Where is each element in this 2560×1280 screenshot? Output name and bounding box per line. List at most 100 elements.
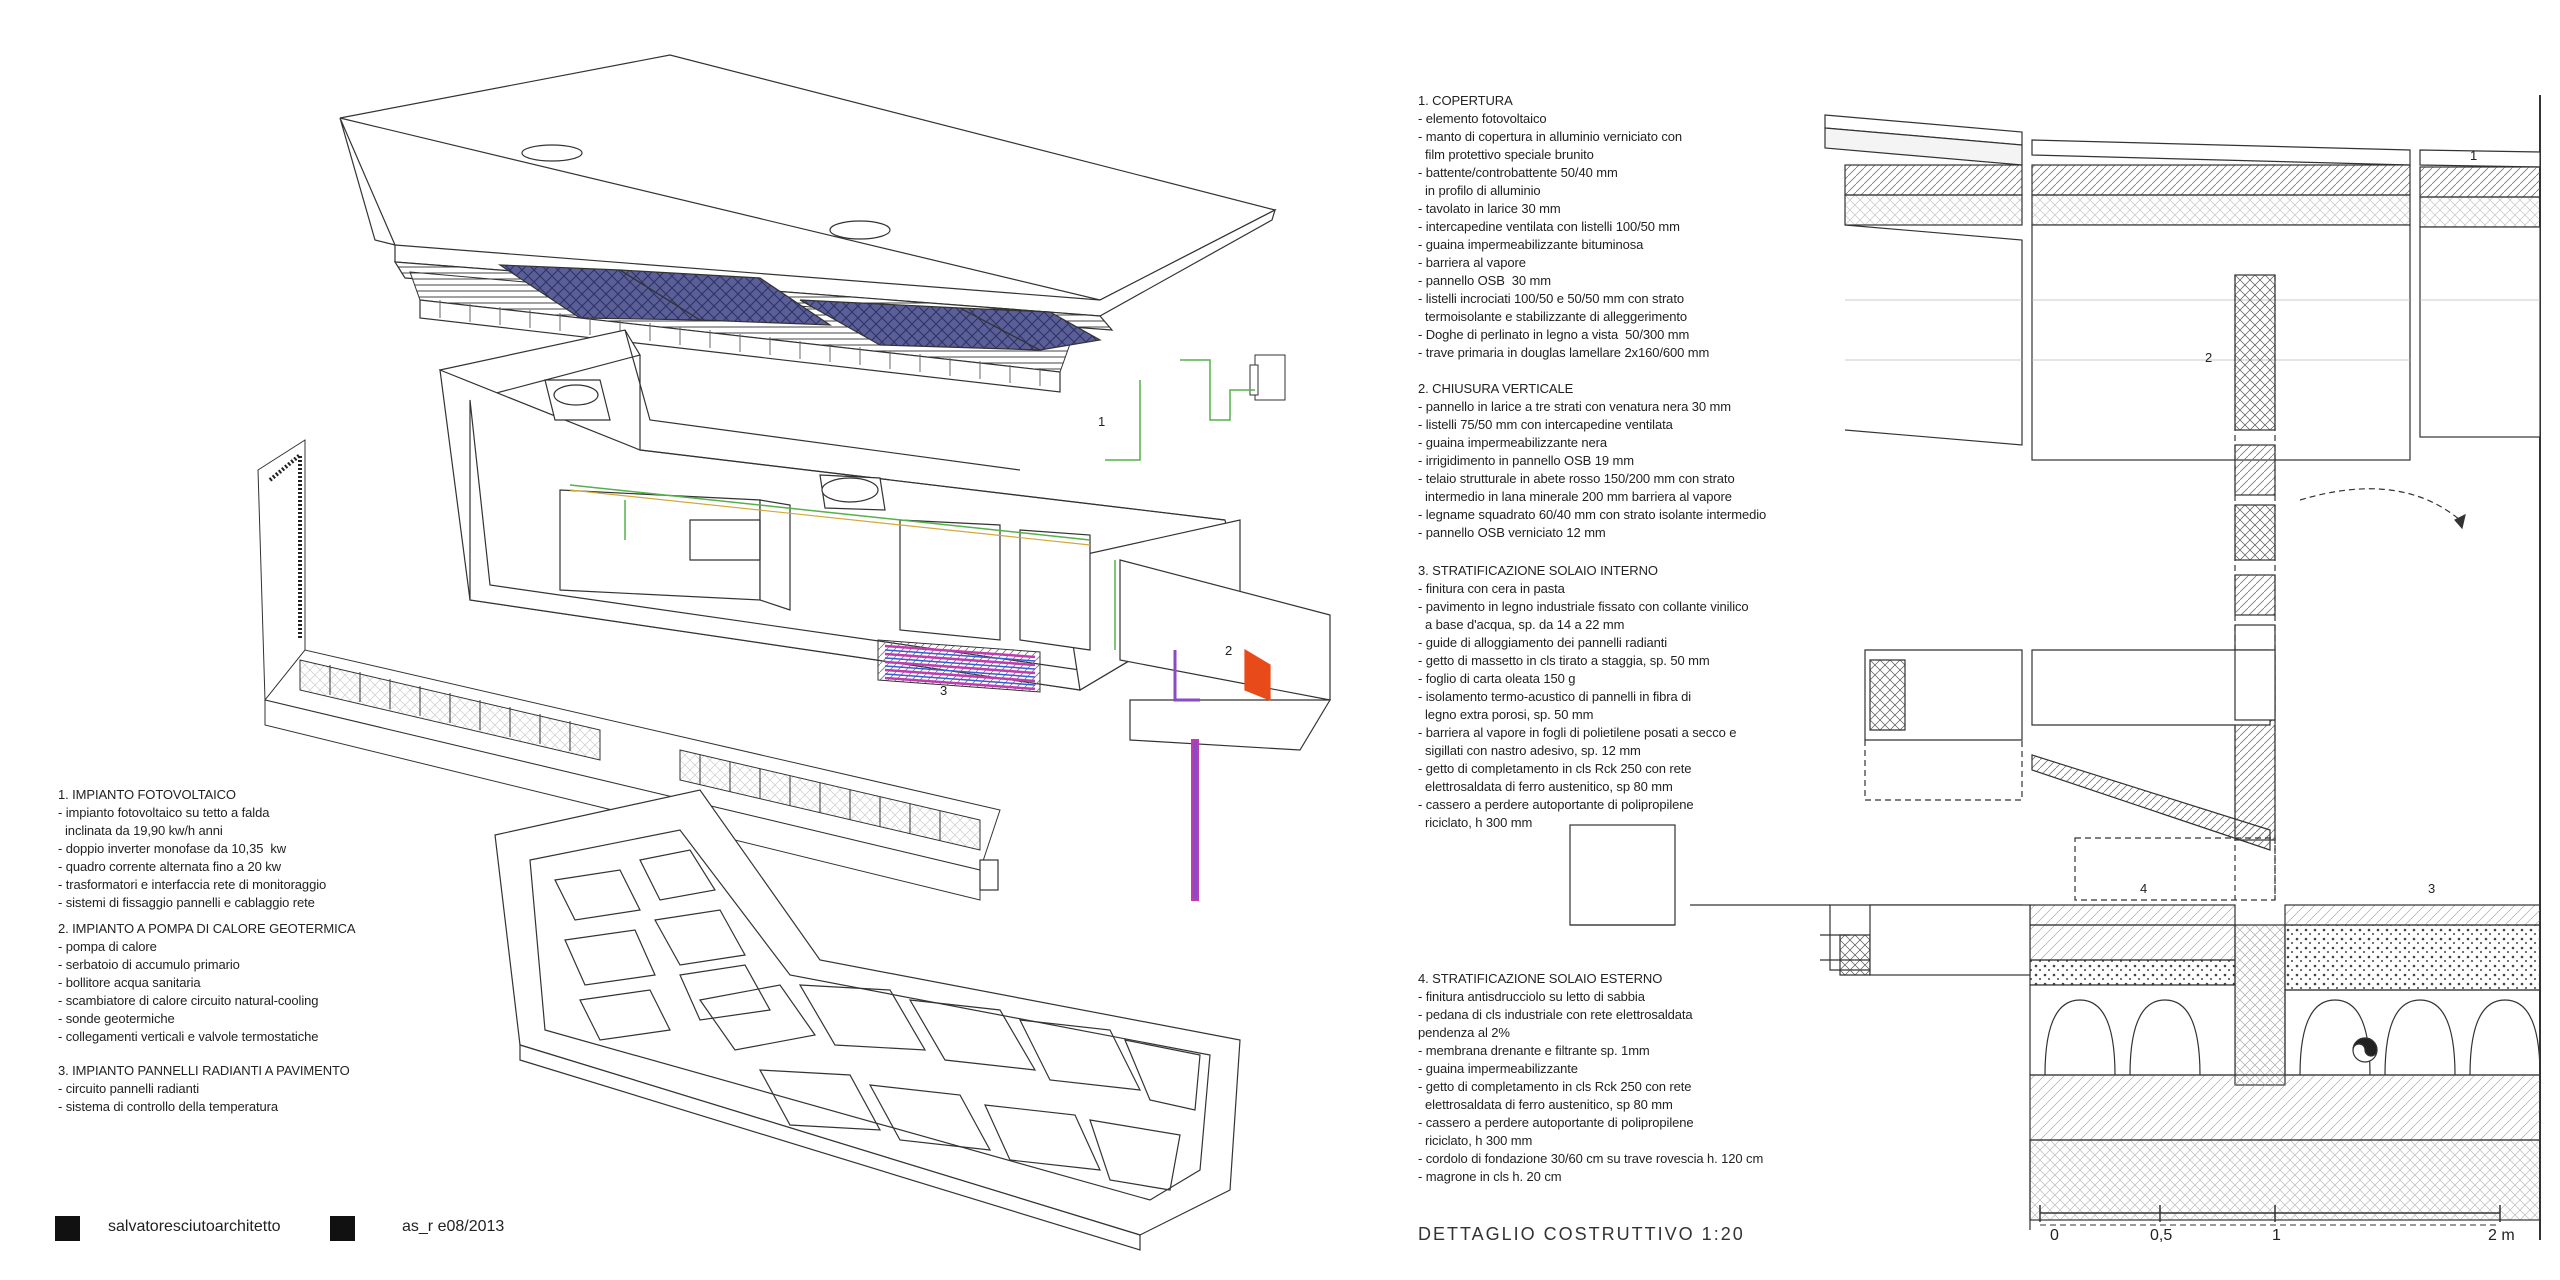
plinth-block [1569,824,1676,926]
note-line: - trave primaria in douglas lamellare 2x… [1418,345,1710,360]
note-line: legno extra porosi, sp. 50 mm [1418,707,1594,722]
note-line: - foglio di carta oleata 150 g [1418,671,1576,686]
note-line: - magrone in cls h. 20 cm [1418,1169,1562,1184]
notes-copertura: 1. COPERTURA - elemento fotovoltaico - m… [1418,92,1709,362]
detail-label-2: 2 [2205,350,2212,365]
notes-heading: 3. STRATIFICAZIONE SOLAIO INTERNO [1418,563,1658,578]
scale-tick-05: 0,5 [2150,1227,2172,1244]
notes-heading: 1. IMPIANTO FOTOVOLTAICO [58,787,236,802]
note-line: - scambiatore di calore circuito natural… [58,993,319,1008]
note-line: - pavimento in legno industriale fissato… [1418,599,1749,614]
note-line: sigillati con nastro adesivo, sp. 12 mm [1418,743,1641,758]
note-line: - guaina impermeabilizzante bituminosa [1418,237,1644,252]
geothermal-probe [1173,650,1200,901]
note-line: - manto di copertura in alluminio vernic… [1418,129,1682,144]
note-line: - trasformatori e interfaccia rete di mo… [58,877,327,892]
vertical-enclosure-wall [257,439,1001,901]
notes-heading: 4. STRATIFICAZIONE SOLAIO ESTERNO [1418,971,1663,986]
notes-impianto-fotovoltaico: 1. IMPIANTO FOTOVOLTAICO - impianto foto… [58,786,326,912]
notes-chiusura-verticale: 2. CHIUSURA VERTICALE - pannello in lari… [1418,380,1766,542]
note-line: pendenza al 2% [1418,1025,1510,1040]
notes-heading: 1. COPERTURA [1418,93,1513,108]
roof-exploded [339,54,1277,393]
axon-label-1: 1 [1098,414,1105,429]
note-line: - tavolato in larice 30 mm [1418,201,1561,216]
note-line: - pedana di cls industriale con rete ele… [1418,1007,1693,1022]
note-line: - isolamento termo-acustico di pannelli … [1418,689,1692,704]
note-line: - getto di completamento in cls Rck 250 … [1418,1079,1692,1094]
note-line: - circuito pannelli radianti [58,1081,199,1096]
note-line: elettrosaldata di ferro austenitico, sp … [1418,779,1673,794]
roof-section-detail [1824,114,2541,461]
note-line: - pannello OSB 30 mm [1418,273,1552,288]
note-line: riciclato, h 300 mm [1418,815,1533,830]
radiant-floor-panel [877,639,1041,693]
scale-tick-0: 0 [2050,1227,2059,1244]
note-line: - irrigidimento in pannello OSB 19 mm [1418,453,1634,468]
detail-label-4: 4 [2140,881,2147,896]
note-line: riciclato, h 300 mm [1418,1133,1533,1148]
detail-label-3: 3 [2428,881,2435,896]
note-line: - elemento fotovoltaico [1418,111,1547,126]
note-line: - cassero a perdere autoportante di poli… [1418,797,1694,812]
interior-slab-detail [1864,649,2276,851]
note-line: film protettivo speciale brunito [1418,147,1594,162]
building-shell [438,329,1332,751]
detail-title: DETTAGLIO COSTRUTTIVO 1:20 [1418,1224,1745,1244]
note-line: - membrana drenante e filtrante sp. 1mm [1418,1043,1650,1058]
note-line: - guaina impermeabilizzante nera [1418,435,1608,450]
note-line: - sistema di controllo della temperatura [58,1099,278,1114]
footer-firm: salvatoresciutoarchitetto [108,1218,281,1235]
note-line: - listelli incrociati 100/50 e 50/50 mm … [1418,291,1684,306]
notes-pannelli-radianti: 3. IMPIANTO PANNELLI RADIANTI A PAVIMENT… [58,1062,350,1116]
footer-square-marker [330,1216,355,1241]
axon-label-3: 3 [940,683,947,698]
note-line: intermedio in lana minerale 200 mm barri… [1418,489,1732,504]
note-line: - collegamenti verticali e valvole termo… [58,1029,319,1044]
note-line: - pompa di calore [58,939,157,954]
scale-bar [2039,1205,2501,1226]
note-line: elettrosaldata di ferro austenitico, sp … [1418,1097,1673,1112]
note-line: - barriera al vapore [1418,255,1526,270]
note-line: - Doghe di perlinato in legno a vista 50… [1418,327,1690,342]
note-line: - finitura antisdrucciolo su letto di sa… [1418,989,1645,1004]
note-line: - getto di completamento in cls Rck 250 … [1418,761,1692,776]
note-line: - guide di alloggiamento dei pannelli ra… [1418,635,1668,650]
note-line: - listelli 75/50 mm con intercapedine ve… [1418,417,1673,432]
note-line: - cassero a perdere autoportante di poli… [1418,1115,1694,1130]
note-line: - legname squadrato 60/40 mm con strato … [1418,507,1767,522]
footer-square-marker [55,1216,80,1241]
notes-solaio-esterno: 4. STRATIFICAZIONE SOLAIO ESTERNO - fini… [1418,970,1763,1186]
note-line: a base d'acqua, sp. da 14 a 22 mm [1418,617,1625,632]
note-line: inclinata da 19,90 kw/h anni [58,823,223,838]
scale-tick-2m: 2 m [2488,1227,2515,1244]
notes-heading: 2. IMPIANTO A POMPA DI CALORE GEOTERMICA [58,921,356,936]
note-line: termoisolante e stabilizzante di allegge… [1418,309,1687,324]
note-line: in profilo di alluminio [1418,183,1541,198]
note-line: - sistemi di fissaggio pannelli e cablag… [58,895,315,910]
note-line: - quadro corrente alternata fino a 20 kw [58,859,281,874]
note-line: - impianto fotovoltaico su tetto a falda [58,805,270,820]
notes-heading: 2. CHIUSURA VERTICALE [1418,381,1574,396]
note-line: - getto di massetto in cls tirato a stag… [1418,653,1710,668]
note-line: - battente/controbattente 50/40 mm [1418,165,1618,180]
note-line: - sonde geotermiche [58,1011,175,1026]
notes-heading: 3. IMPIANTO PANNELLI RADIANTI A PAVIMENT… [58,1063,350,1078]
scale-tick-1: 1 [2272,1227,2281,1244]
footer-code: as_r e08/2013 [402,1218,505,1235]
pv-inverter-box [1249,354,1286,401]
foundation-section-detail [1820,837,2541,1230]
note-line: - intercapedine ventilata con listelli 1… [1418,219,1680,234]
note-line: - doppio inverter monofase da 10,35 kw [58,841,287,856]
notes-solaio-interno: 3. STRATIFICAZIONE SOLAIO INTERNO - fini… [1418,562,1749,832]
foundation-grid [494,789,1241,1251]
note-line: - pannello OSB verniciato 12 mm [1418,525,1606,540]
note-line: - barriera al vapore in fogli di polieti… [1418,725,1737,740]
note-line: - guaina impermeabilizzante [1418,1061,1578,1076]
note-line: - finitura con cera in pasta [1418,581,1565,596]
note-line: - telaio strutturale in abete rosso 150/… [1418,471,1735,486]
detail-label-1: 1 [2470,148,2477,163]
note-line: - cordolo di fondazione 30/60 cm su trav… [1418,1151,1764,1166]
axon-label-2: 2 [1225,643,1232,658]
